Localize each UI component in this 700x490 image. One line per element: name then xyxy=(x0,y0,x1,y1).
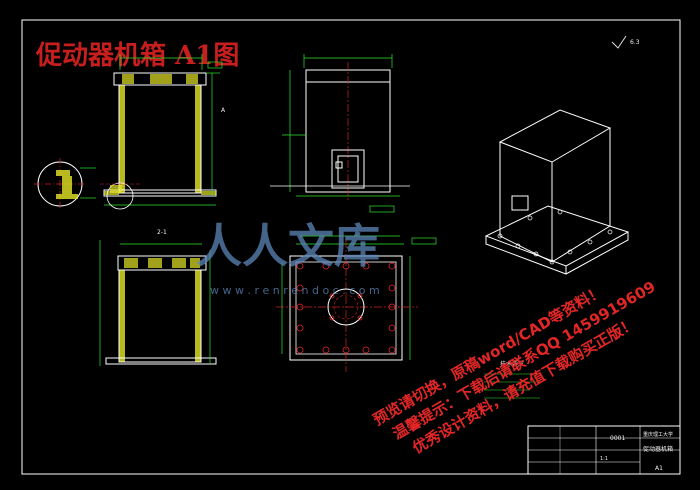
bottom-section-view: 2-1 xyxy=(99,229,217,366)
watermark: 人人文库 w w w . r e n r e n d o c . c o m xyxy=(196,219,380,297)
title-block: 0001 重庆理工大学 促动器机箱 1:1 A1 xyxy=(527,425,681,475)
front-section-view: A xyxy=(103,54,226,206)
red-notice-line2: 温馨提示：下载后请联系QQ 1459919609 xyxy=(390,278,659,444)
drawing-border xyxy=(21,19,681,475)
section-label-2-1: 2-1 xyxy=(157,229,167,236)
title-block-sheet: A1 xyxy=(655,465,663,472)
title-block-part-name: 促动器机箱 xyxy=(643,445,673,453)
tech-requirements-heading: 技术要求 xyxy=(500,360,524,368)
roughness-value: 6.3 xyxy=(630,39,640,46)
title-block-school: 重庆理工大学 xyxy=(643,431,673,438)
drawing-title: 促动器机箱 A1图 xyxy=(35,40,239,71)
section-label-a: A xyxy=(221,107,226,114)
roughness-symbol: 6.3 xyxy=(611,35,640,49)
detail-circle-view xyxy=(34,158,142,210)
side-view-top xyxy=(270,54,410,213)
bottom-plan-view xyxy=(276,235,437,372)
watermark-brand: 人人文库 xyxy=(196,219,380,273)
title-block-scale: 1:1 xyxy=(600,456,608,462)
isometric-view xyxy=(484,109,630,275)
tech-requirements: 技术要求 xyxy=(484,360,540,399)
title-block-code: 0001 xyxy=(610,435,625,442)
watermark-site: w w w . r e n r e n d o c . c o m xyxy=(210,284,380,297)
